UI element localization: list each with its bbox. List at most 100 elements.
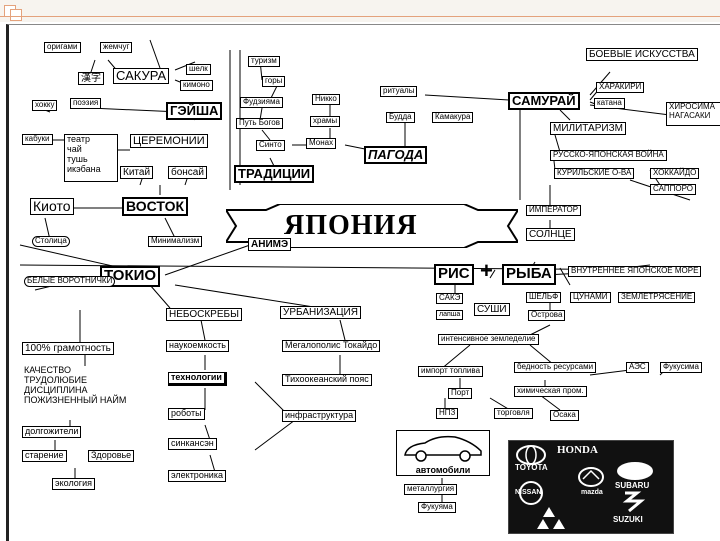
logo-suzuki: SUZUKI [613,515,643,524]
arrow-banner-icon [226,204,518,248]
logo-nissan: NISSAN [515,489,542,496]
node-minimalizm: Минимализм [148,236,203,247]
node-bednost: бедность ресурсами [514,362,597,373]
node-kioto: Киото [30,198,74,216]
node-pagoda: ПАГОДА [364,146,428,165]
brand-emblems-icon [516,445,653,529]
node-megapolis: Мегалополис Токайдо [282,340,381,352]
node-import: импорт топлива [418,366,484,377]
node-sinto: Синто [256,140,285,151]
node-npz: НПЗ [436,408,459,419]
node-vnutrennee: ВНУТРЕННЕЕ ЯПОНСКОЕ МОРЕ [568,266,702,277]
title-text: ЯПОНИЯ [284,210,418,241]
node-starenie: старение [22,450,67,462]
node-teatr: театр чай тушь икэбана [64,134,118,182]
node-kabuki: кабуки [22,134,53,145]
node-himicheskaya: химическая пром. [514,386,587,397]
node-solnce: СОЛНЦЕ [526,228,575,241]
node-lapsha: лапша [436,310,464,320]
node-hokku: хокку [32,100,58,111]
car-icon [404,435,482,462]
node-ritualy: ритуалы [380,86,418,97]
node-tokio: ТОКИО [100,266,161,287]
node-kamakura: Камакура [432,112,474,123]
node-boevye: БОЕВЫЕ ИСКУССТВА [586,48,698,61]
node-tehnologii: технологии [168,372,227,386]
node-harakiri: ХАРАКИРИ [596,82,645,93]
node-shelk: шелк [186,64,211,75]
diagram-frame [6,24,720,541]
node-sakura: САКУРА [113,68,170,85]
top-bar [0,0,720,22]
node-shelf: ШЕЛЬФ [526,292,562,303]
logo-subaru: SUBARU [615,481,650,490]
node-naukoemkost: наукоемкость [166,340,229,352]
node-elektronika: электроника [168,470,226,482]
node-kurilskie: КУРИЛЬСКИЕ О-ВА [554,168,635,179]
top-line [0,16,720,17]
node-fukuyama: Фукуяма [418,502,456,513]
node-nikko: Никко [312,94,340,105]
node-poeziya: поэзия [70,98,102,109]
node-gramotnost: 100% грамотность [22,342,114,355]
node-neboskreby: НЕБОСКРЕБЫ [166,308,242,321]
node-sushi: СУШИ [474,303,510,316]
node-kachestvo: КАЧЕСТВО ТРУДОЛЮБИЕ ДИСЦИПЛИНА ПОЖИЗНЕНН… [22,365,148,414]
node-infrastruktura: инфраструктура [282,410,357,422]
node-hramy: храмы [310,116,341,127]
node-stolica: Столица [32,236,70,247]
diagram-title: ЯПОНИЯ [226,204,518,248]
node-sake: САКЭ [436,293,464,304]
cars-node: автомобили [396,430,490,476]
node-zemletryasenie: ЗЕМЛЕТРЯСЕНИЕ [618,292,696,303]
node-zhemchug: жемчуг [100,42,133,53]
node-ostrova: Острова [528,310,566,321]
corner-square-icon [10,9,22,21]
node-intensivnoe: интенсивное земледелие [438,334,539,345]
node-bonsay: бонсай [168,166,207,179]
node-hirosima: ХИРОСИМА НАГАСАКИ [666,102,720,126]
node-fukusima: Фукусима [660,362,702,373]
node-anime: АНИМЭ [248,238,292,251]
node-vostok: ВОСТОК [122,197,189,217]
node-torgovlya: торговля [494,408,533,419]
plus-sign: + [480,258,493,283]
node-aes: АЭС [626,362,649,373]
node-ekologiya: экология [52,478,95,490]
node-samuray: САМУРАЙ [508,92,580,111]
node-budda: Будда [386,112,415,123]
node-katana: катана [594,98,625,109]
node-metallurgiya: металлургия [404,484,458,495]
logo-toyota: TOYOTA [515,463,548,472]
node-kanji: 漢字 [78,72,104,85]
node-zdorovie: Здоровье [88,450,135,462]
node-hokkaydo: ХОККАЙДО [650,168,700,179]
node-kimono: кимоно [180,80,213,91]
node-geisha: ГЭЙША [166,102,223,121]
cars-label: автомобили [397,465,489,475]
node-osaka: Осака [550,410,579,421]
node-ris: РИС [434,264,474,285]
node-kitay: Китай [120,166,154,179]
node-sapporo: САППОРО [650,184,696,195]
node-fudziyama: Фудзияма [240,97,283,108]
node-put-bogov: Путь Богов [236,118,283,129]
node-belye: БЕЛЫЕ ВОРОТНИЧКИ [24,276,116,287]
node-militarizm: МИЛИТАРИЗМ [550,122,626,135]
node-origami: оригами [44,42,81,53]
node-gory: горы [262,76,286,87]
node-roboty: роботы [168,408,205,420]
node-urbanizaciya: УРБАНИЗАЦИЯ [280,306,361,319]
node-port: Порт [448,388,473,399]
node-ryba: РЫБА [502,264,556,285]
node-monah: Монах [306,138,337,149]
node-russko: РУССКО-ЯПОНСКАЯ ВОЙНА [550,150,667,161]
node-sinkansen: синкансэн [168,438,217,450]
node-dolgozhiteli: долгожители [22,426,82,438]
logo-mazda: mazda [581,489,603,496]
node-tihookeanskiy: Тихоокеанский пояс [282,374,372,386]
logo-honda: HONDA [557,444,598,456]
node-tradicii: ТРАДИЦИИ [234,165,315,184]
node-cunami: ЦУНАМИ [570,292,611,303]
